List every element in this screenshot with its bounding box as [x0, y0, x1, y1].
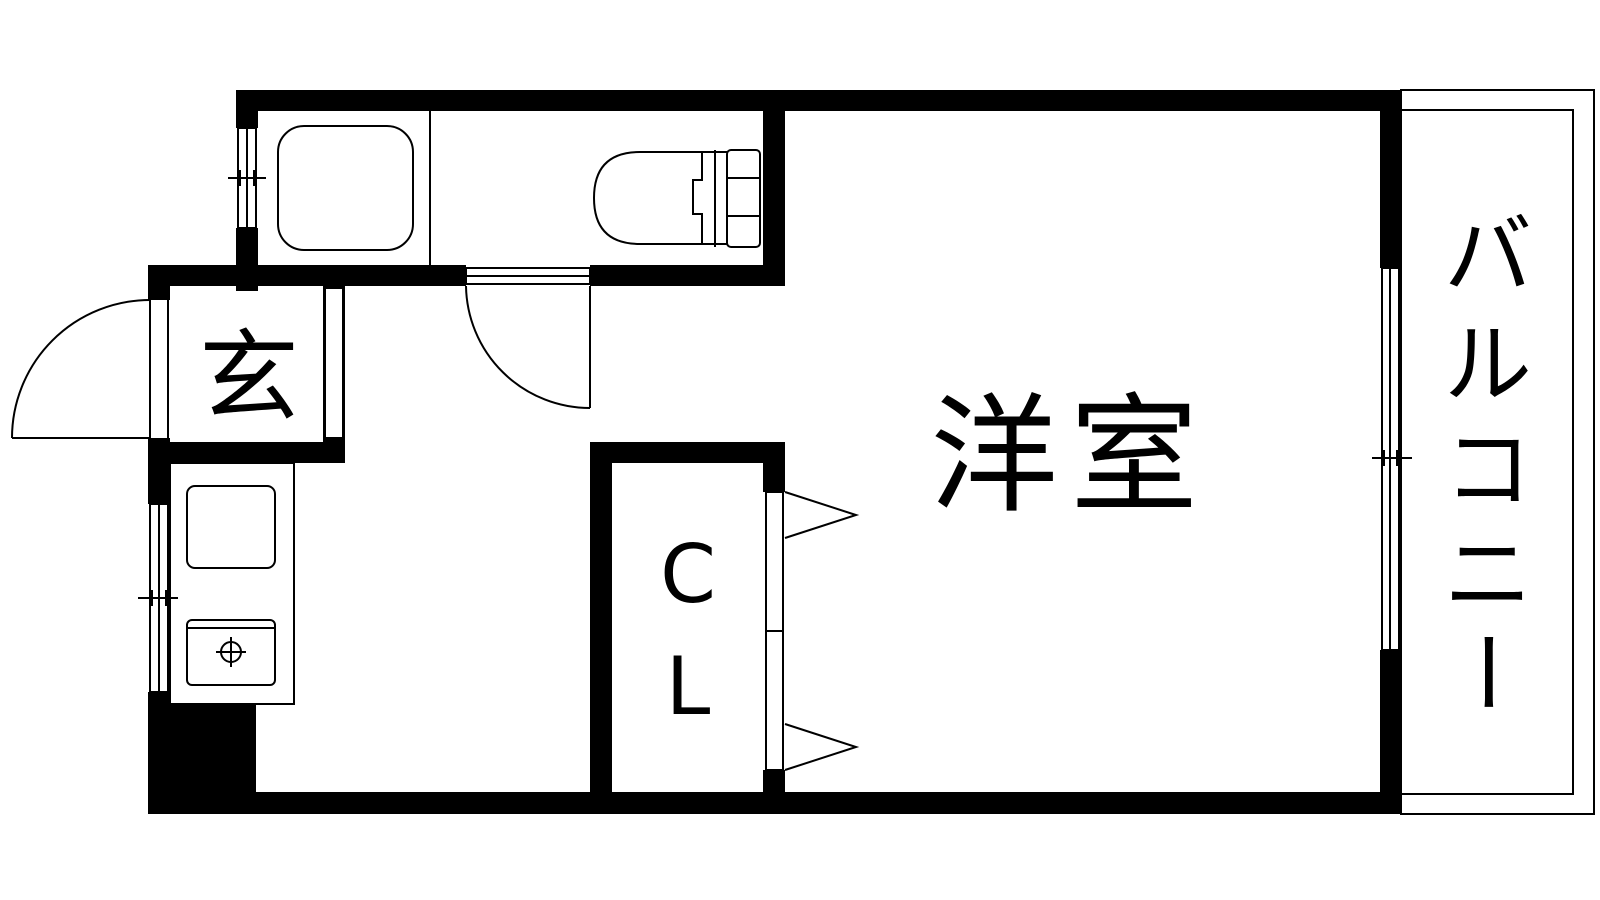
balcony-label-1: バ: [1444, 204, 1532, 307]
walls: [148, 90, 1401, 814]
closet-label-l: L: [666, 640, 711, 733]
wall-right-upper: [1380, 90, 1401, 268]
wall-kitchen-block: [148, 704, 256, 814]
entrance-label: 玄: [199, 319, 299, 436]
room-door[interactable]: [465, 267, 591, 409]
wall-toilet-right: [763, 90, 785, 286]
shoe-rack: [324, 287, 344, 439]
wall-right-lower: [1380, 650, 1401, 814]
balcony: [1400, 89, 1595, 815]
balcony-label-3: コ: [1444, 418, 1532, 521]
closet-door[interactable]: [765, 491, 860, 771]
wall-entrance-top-2: [590, 265, 785, 286]
balcony-label-4: ニ: [1444, 523, 1532, 626]
kitchen-counter: [169, 462, 295, 705]
gas-stove-fixture: [186, 619, 276, 686]
balcony-window[interactable]: [1372, 267, 1412, 651]
closet-label-c: C: [660, 528, 716, 621]
sink-fixture: [186, 485, 276, 569]
wall-entrance-top: [148, 265, 466, 286]
balcony-label-5: ー: [1434, 628, 1537, 716]
wall-closet-right-1: [763, 442, 785, 492]
western-room-label: 洋室: [930, 382, 1210, 531]
floor-plan-drawing: [11, 89, 1595, 815]
bath-window: [228, 127, 266, 229]
wall-entrance-bottom: [148, 442, 345, 463]
labels: 洋室 玄 C L バ ル コ ニ ー: [199, 204, 1537, 733]
wall-left-upper: [236, 90, 258, 128]
balcony-label-2: ル: [1444, 313, 1532, 416]
kitchen-window: [138, 503, 178, 693]
bathtub-fixture: [277, 125, 414, 251]
wall-entrance-left-1: [148, 265, 170, 300]
entrance-door[interactable]: [11, 299, 169, 439]
wall-closet-left: [590, 442, 612, 814]
wall-closet-right-2: [763, 770, 785, 814]
wall-top: [236, 90, 1381, 111]
wall-closet-top: [590, 442, 785, 463]
toilet-fixture: [592, 149, 761, 248]
